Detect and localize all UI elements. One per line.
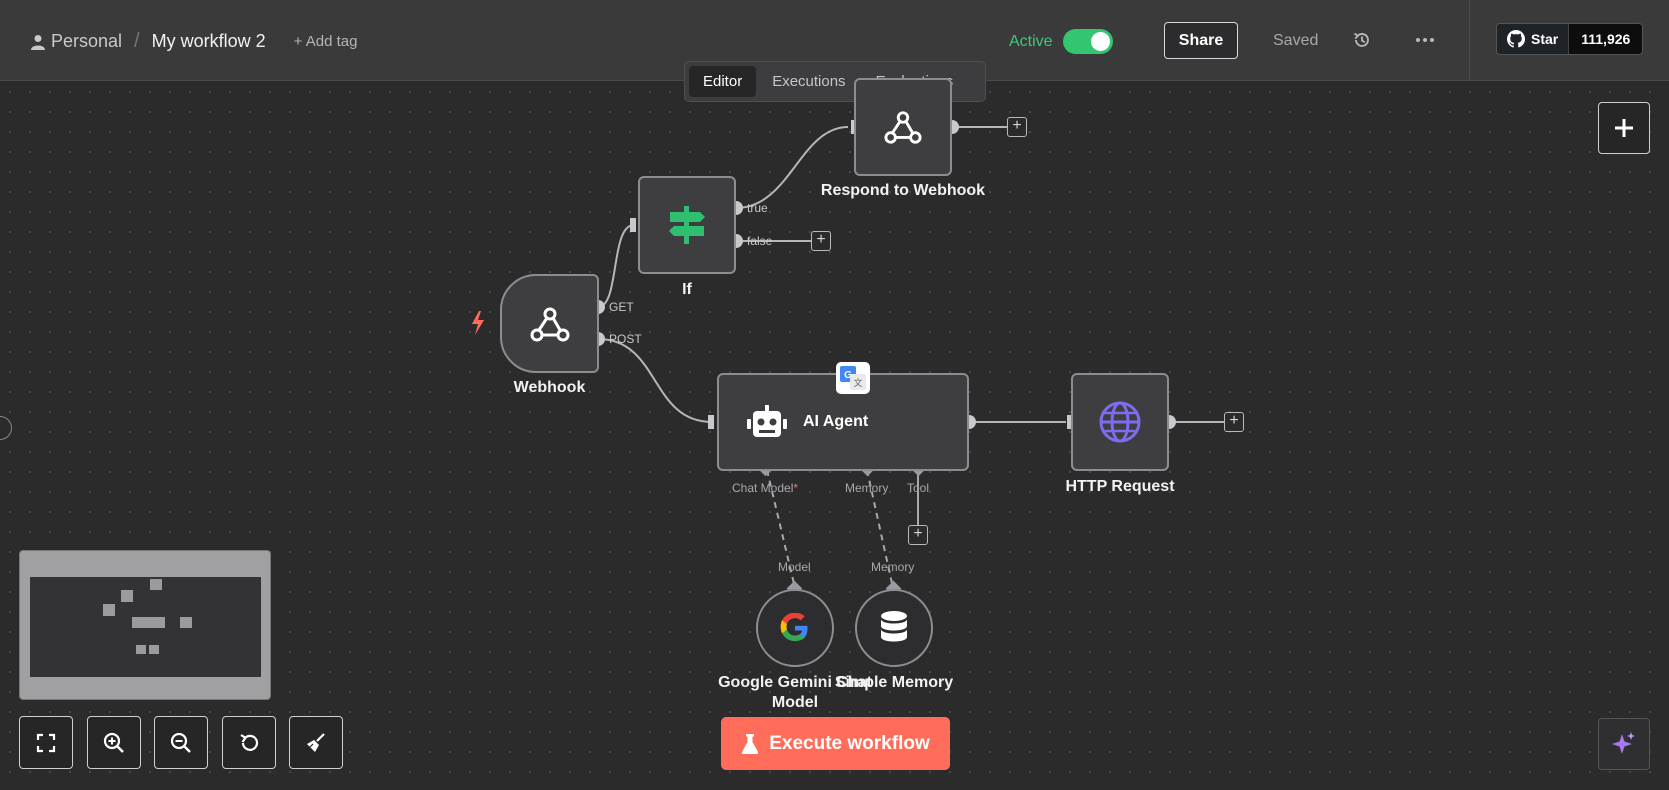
add-node-after-respond[interactable]: + <box>1007 117 1027 137</box>
plus-icon <box>1615 119 1633 137</box>
memory-input-label: Memory <box>845 481 889 495</box>
minimap-node <box>132 617 165 628</box>
svg-text:G: G <box>844 370 852 381</box>
tab-editor[interactable]: Editor <box>689 66 757 97</box>
svg-text:文: 文 <box>853 377 862 389</box>
webhook-node[interactable] <box>500 274 599 373</box>
if-node[interactable] <box>638 176 736 274</box>
ai-assistant-button[interactable] <box>1598 718 1650 770</box>
ai-agent-label: AI Agent <box>803 413 869 430</box>
sparkle-icon <box>1612 732 1635 754</box>
active-toggle-group: Active <box>1009 29 1113 54</box>
zoom-out-icon <box>170 732 191 753</box>
database-icon <box>881 611 907 642</box>
chat-model-input-text: Chat Model <box>732 481 794 495</box>
add-node-after-http[interactable]: + <box>1224 412 1244 432</box>
model-connection-label: Model <box>778 560 811 574</box>
minimap-node <box>149 645 159 654</box>
github-star-widget[interactable]: Star 111,926 <box>1496 23 1644 55</box>
google-gemini-node[interactable] <box>756 589 834 667</box>
chat-model-input-label: Chat Model* <box>732 481 798 495</box>
simple-memory-label: Simple Memory <box>834 674 954 691</box>
user-icon <box>31 34 45 50</box>
webhook-icon <box>530 307 569 341</box>
webhook-label: Webhook <box>513 379 586 396</box>
active-label: Active <box>1009 32 1053 50</box>
webhook-output-post: POST <box>609 332 642 346</box>
github-star-count: 111,926 <box>1568 24 1643 54</box>
reset-zoom-button[interactable] <box>222 716 276 769</box>
zoom-in-icon <box>103 732 124 753</box>
breadcrumb-project[interactable]: Personal <box>31 31 122 52</box>
add-tool-button[interactable]: + <box>908 525 928 545</box>
simple-memory-node[interactable] <box>855 589 933 667</box>
minimap-viewport <box>30 577 261 677</box>
undo-icon <box>240 733 259 751</box>
lightning-icon <box>472 311 484 335</box>
github-icon <box>1507 30 1525 48</box>
breadcrumb-separator: / <box>134 30 140 52</box>
webhook-icon <box>884 111 922 144</box>
share-button[interactable]: Share <box>1164 22 1238 59</box>
google-gemini-label-line1: Google Gemini Chat <box>718 674 872 691</box>
breadcrumb: Personal / My workflow 2 + Add tag <box>31 30 357 53</box>
saved-status: Saved <box>1273 32 1319 49</box>
google-translate-icon: G 文 <box>840 366 866 390</box>
http-request-node[interactable] <box>1071 373 1169 471</box>
zoom-in-button[interactable] <box>87 716 141 769</box>
execute-workflow-label: Execute workflow <box>769 732 930 754</box>
minimap[interactable] <box>19 550 271 700</box>
minimap-node <box>136 645 146 654</box>
globe-icon <box>1099 401 1141 443</box>
required-asterisk: * <box>793 481 799 495</box>
fullscreen-icon <box>36 733 56 752</box>
fit-view-button[interactable] <box>19 716 73 769</box>
minimap-node <box>150 579 162 590</box>
zoom-out-button[interactable] <box>154 716 208 769</box>
execute-workflow-button[interactable]: Execute workflow <box>721 717 950 770</box>
respond-to-webhook-node[interactable] <box>854 78 952 176</box>
memory-connection-label: Memory <box>871 560 915 574</box>
active-toggle[interactable] <box>1062 29 1113 54</box>
google-icon <box>780 613 808 642</box>
add-node-button[interactable] <box>1598 102 1650 154</box>
add-node-after-false[interactable]: + <box>811 231 831 251</box>
google-translate-badge: G 文 <box>836 362 870 394</box>
respond-to-webhook-label: Respond to Webhook <box>820 182 986 199</box>
history-icon[interactable] <box>1352 30 1372 50</box>
if-output-true: true <box>747 201 768 215</box>
tidy-up-button[interactable] <box>289 716 343 769</box>
http-request-label: HTTP Request <box>1065 478 1175 495</box>
more-options-icon[interactable] <box>1414 30 1436 50</box>
if-label: If <box>682 281 692 298</box>
github-star-label: Star <box>1531 31 1559 47</box>
webhook-output-get: GET <box>609 300 634 314</box>
github-star-button[interactable]: Star <box>1497 24 1569 54</box>
project-name: Personal <box>51 31 123 51</box>
google-gemini-label-line2: Model <box>771 694 819 711</box>
signpost-icon <box>669 206 705 244</box>
broom-icon <box>307 732 325 752</box>
workflow-title[interactable]: My workflow 2 <box>151 31 266 51</box>
minimap-node <box>103 604 115 616</box>
add-tag-button[interactable]: + Add tag <box>293 33 358 50</box>
tool-input-label: Tool <box>907 481 930 495</box>
robot-icon <box>747 405 787 437</box>
flask-icon <box>742 733 759 754</box>
tab-executions[interactable]: Executions <box>772 73 846 90</box>
minimap-node <box>121 590 133 602</box>
header-divider <box>1469 0 1470 81</box>
minimap-node <box>180 617 192 628</box>
if-output-false: false <box>747 234 773 248</box>
